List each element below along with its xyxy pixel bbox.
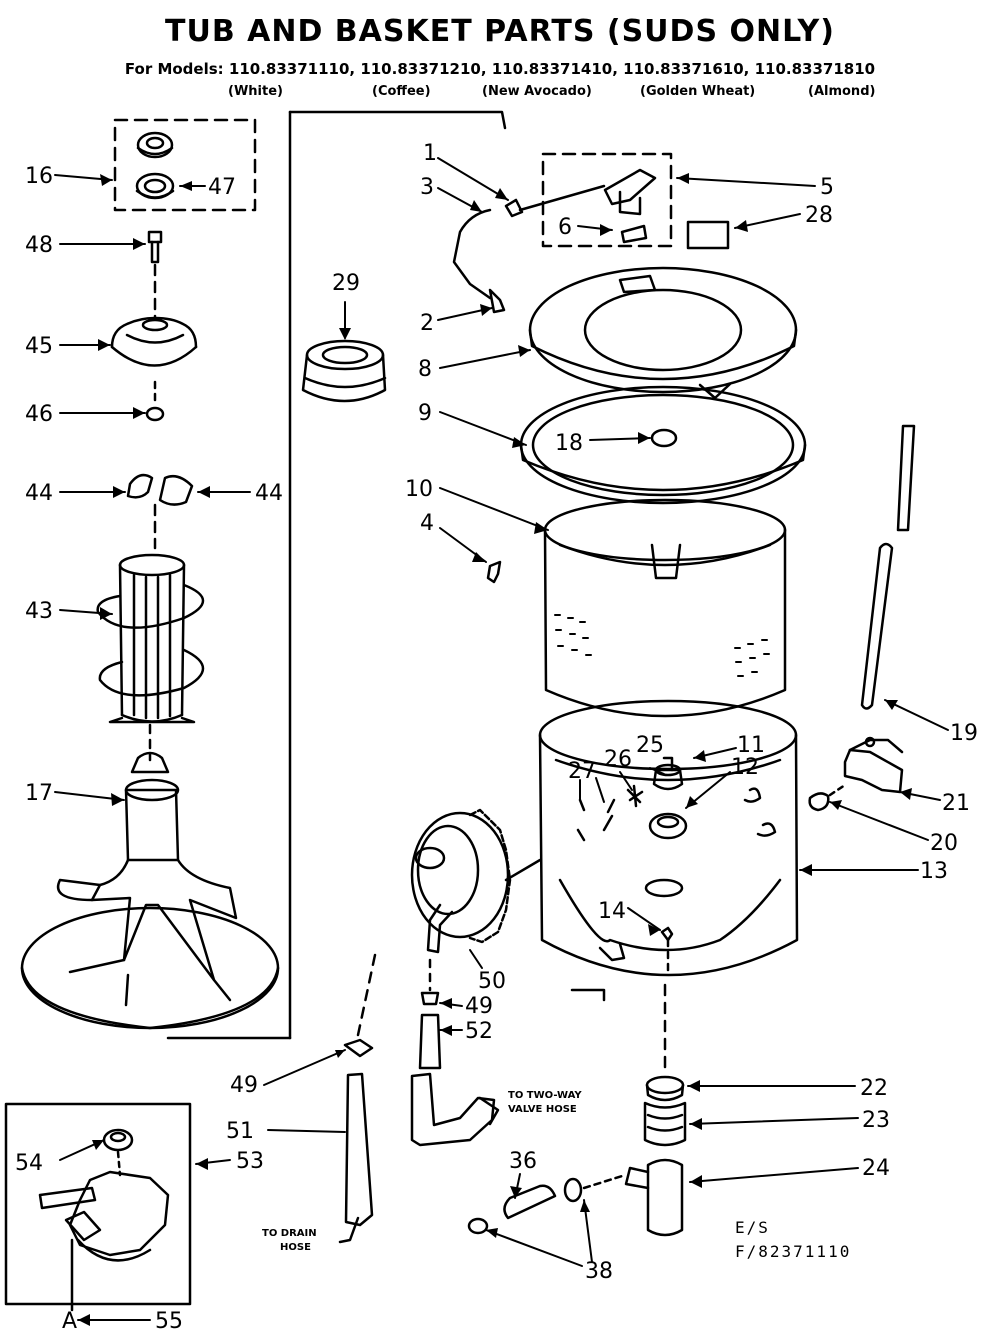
callout-49-right: 49 (465, 994, 493, 1019)
part-28-pad (686, 220, 730, 250)
callout-22: 22 (860, 1076, 888, 1101)
callout-9: 9 (418, 401, 432, 426)
part-43-auger (96, 553, 205, 724)
callout-24: 24 (862, 1156, 890, 1181)
callout-48: 48 (25, 233, 53, 258)
callout-23: 23 (862, 1108, 890, 1133)
callout-46: 46 (25, 402, 53, 427)
part-16-cap (136, 131, 174, 159)
part-45-dome (110, 316, 198, 367)
callout-14: 14 (598, 899, 626, 924)
callout-17: 17 (25, 781, 53, 806)
callout-27: 27 (568, 759, 596, 784)
callout-55: 55 (155, 1309, 183, 1333)
agitator-assembly (20, 118, 280, 1030)
callout-44-right: 44 (255, 481, 283, 506)
note-two-way-2: VALVE HOSE (508, 1104, 577, 1115)
hoses-49-52 (338, 953, 500, 1244)
parts-19-20-21 (808, 424, 916, 812)
callout-25: 25 (636, 733, 664, 758)
callout-labels: 1 2 3 4 5 6 8 9 10 11 12 13 14 16 17 18 … (15, 141, 978, 1333)
drain-parts (467, 983, 687, 1237)
center-post-parts (576, 756, 688, 978)
callout-50: 50 (478, 969, 506, 994)
callout-20: 20 (930, 831, 958, 856)
callout-43: 43 (25, 599, 53, 624)
color-coffee: (Coffee) (372, 84, 431, 99)
callout-53: 53 (236, 1149, 264, 1174)
callout-21: 21 (942, 791, 970, 816)
color-white: (White) (228, 84, 283, 99)
code-number: F/82371110 (735, 1242, 851, 1261)
callout-12: 12 (731, 755, 759, 780)
bracket-line (288, 110, 507, 130)
part-10-basket (543, 498, 787, 718)
callout-52: 52 (465, 1019, 493, 1044)
color-almond: (Almond) (808, 84, 876, 99)
part-6-clip (620, 224, 648, 244)
callout-8: 8 (418, 357, 432, 382)
callout-13: 13 (920, 859, 948, 884)
callout-29: 29 (332, 271, 360, 296)
basket-perforations (554, 614, 770, 677)
callout-44-left: 44 (25, 481, 53, 506)
callout-4: 4 (420, 511, 434, 536)
part-50-pump (410, 808, 542, 954)
callout-5: 5 (820, 175, 834, 200)
callout-38: 38 (585, 1259, 613, 1284)
part-48-bolt (147, 230, 163, 264)
callout-6: 6 (558, 215, 572, 240)
diagram-title: TUB AND BASKET PARTS (SUDS ONLY) (165, 14, 835, 49)
callout-16: 16 (25, 164, 53, 189)
callout-a: A (62, 1309, 77, 1333)
lid-clips (452, 152, 730, 314)
leader-arrows (78, 173, 912, 1326)
callout-47: 47 (208, 175, 236, 200)
part-4-clip (486, 560, 502, 584)
part-53-valve-box (4, 1102, 192, 1312)
code-es: E/S (735, 1218, 770, 1237)
note-drain-2: HOSE (280, 1242, 311, 1253)
callout-10: 10 (405, 477, 433, 502)
callout-2: 2 (420, 311, 434, 336)
callout-51: 51 (226, 1119, 254, 1144)
callout-1: 1 (423, 141, 437, 166)
callout-28: 28 (805, 203, 833, 228)
callout-54: 54 (15, 1151, 43, 1176)
part-47-ring (135, 172, 175, 200)
callout-11: 11 (737, 733, 765, 758)
callout-19: 19 (950, 721, 978, 746)
part-44-dogs (126, 473, 194, 506)
part-29-coupling (301, 339, 387, 403)
note-drain-1: TO DRAIN (262, 1228, 317, 1239)
part-17-agitator (20, 751, 280, 1030)
models-line: For Models: 110.83371110, 110.83371210, … (124, 60, 876, 78)
callout-45: 45 (25, 334, 53, 359)
callout-3: 3 (420, 175, 434, 200)
callout-36: 36 (509, 1149, 537, 1174)
part-8-tub-ring (528, 266, 798, 400)
callout-26: 26 (604, 747, 632, 772)
part-46-washer (145, 406, 165, 422)
color-new-avocado: (New Avocado) (482, 84, 592, 99)
note-two-way-1: TO TWO-WAY (508, 1090, 582, 1101)
callout-18: 18 (555, 431, 583, 456)
callout-49-left: 49 (230, 1073, 258, 1098)
color-golden-wheat: (Golden Wheat) (640, 84, 756, 99)
